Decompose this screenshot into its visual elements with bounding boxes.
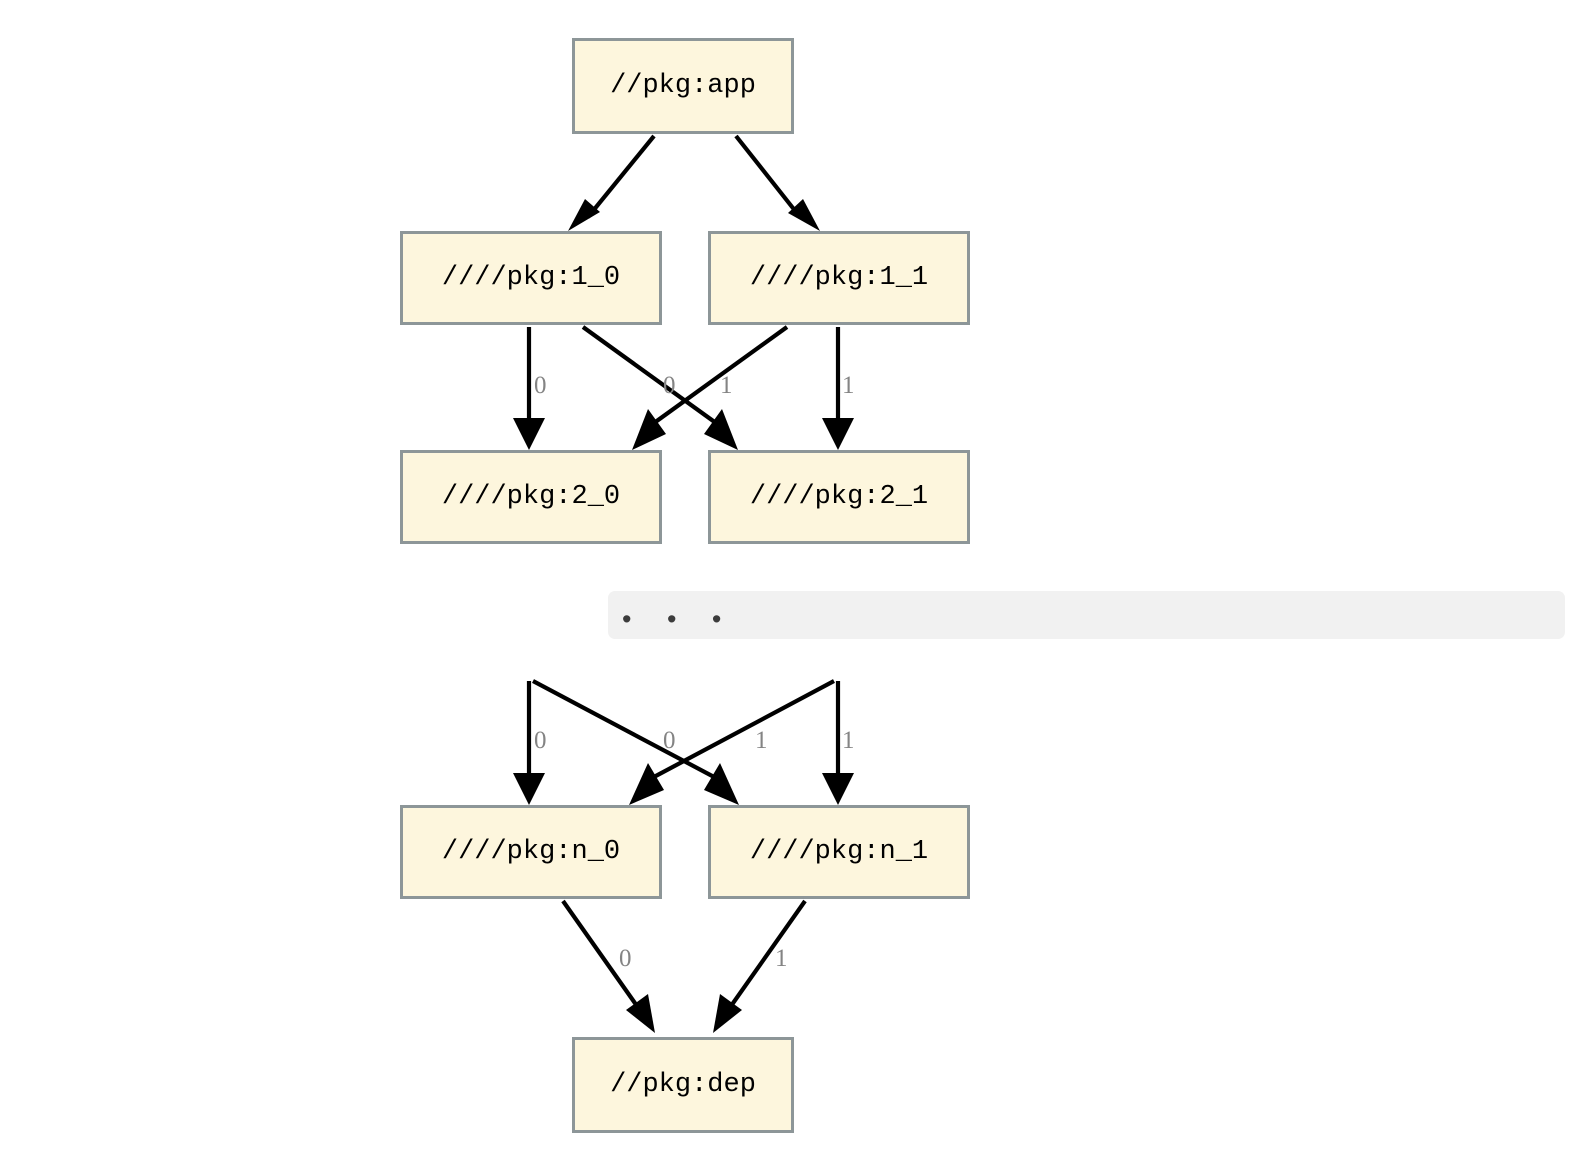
edge-label-elided-to-n_0-cross: 1 <box>755 727 768 754</box>
node-label: ////pkg:n_0 <box>441 836 621 867</box>
node-pkg-n_1[interactable]: ////pkg:n_1 <box>708 805 970 899</box>
edge-label-elided-to-n_0-straight: 0 <box>534 727 547 754</box>
edge-n_1-to-dep <box>713 899 807 1033</box>
node-pkg-1_0[interactable]: ////pkg:1_0 <box>400 231 662 325</box>
edge-1_0-to-2_1 <box>581 325 738 450</box>
ellipsis-icon: • • • <box>622 604 736 634</box>
node-label: //pkg:dep <box>610 1069 756 1100</box>
node-label: //pkg:app <box>610 70 756 101</box>
edge-app-to-1_1 <box>734 134 820 231</box>
node-label: ////pkg:2_1 <box>749 481 929 512</box>
edge-elided-to-n_1-cross <box>532 679 739 805</box>
node-pkg-2_0[interactable]: ////pkg:2_0 <box>400 450 662 544</box>
node-pkg-app[interactable]: //pkg:app <box>572 38 794 134</box>
node-pkg-2_1[interactable]: ////pkg:2_1 <box>708 450 970 544</box>
edge-1_1-to-2_0 <box>632 325 789 450</box>
elision-banner[interactable]: • • • <box>608 591 1565 639</box>
edge-label-1_0-to-2_1: 0 <box>663 372 676 399</box>
edge-label-n_0-to-dep: 0 <box>619 945 632 972</box>
edge-label-n_1-to-dep: 1 <box>775 945 788 972</box>
edge-label-1_0-to-2_0: 0 <box>534 372 547 399</box>
edge-elided-to-n_0-cross <box>629 679 835 805</box>
edge-label-elided-to-n_1-straight: 1 <box>842 727 855 754</box>
edge-label-elided-to-n_1-cross: 0 <box>663 727 676 754</box>
edge-app-to-1_0 <box>568 134 656 231</box>
node-label: ////pkg:2_0 <box>441 481 621 512</box>
node-label: ////pkg:n_1 <box>749 836 929 867</box>
edge-label-1_1-to-2_1: 1 <box>842 372 855 399</box>
node-pkg-1_1[interactable]: ////pkg:1_1 <box>708 231 970 325</box>
edge-label-1_1-to-2_0: 1 <box>720 372 733 399</box>
node-pkg-dep[interactable]: //pkg:dep <box>572 1037 794 1133</box>
edge-n_0-to-dep <box>561 899 655 1033</box>
node-label: ////pkg:1_0 <box>441 262 621 293</box>
node-label: ////pkg:1_1 <box>749 262 929 293</box>
node-pkg-n_0[interactable]: ////pkg:n_0 <box>400 805 662 899</box>
